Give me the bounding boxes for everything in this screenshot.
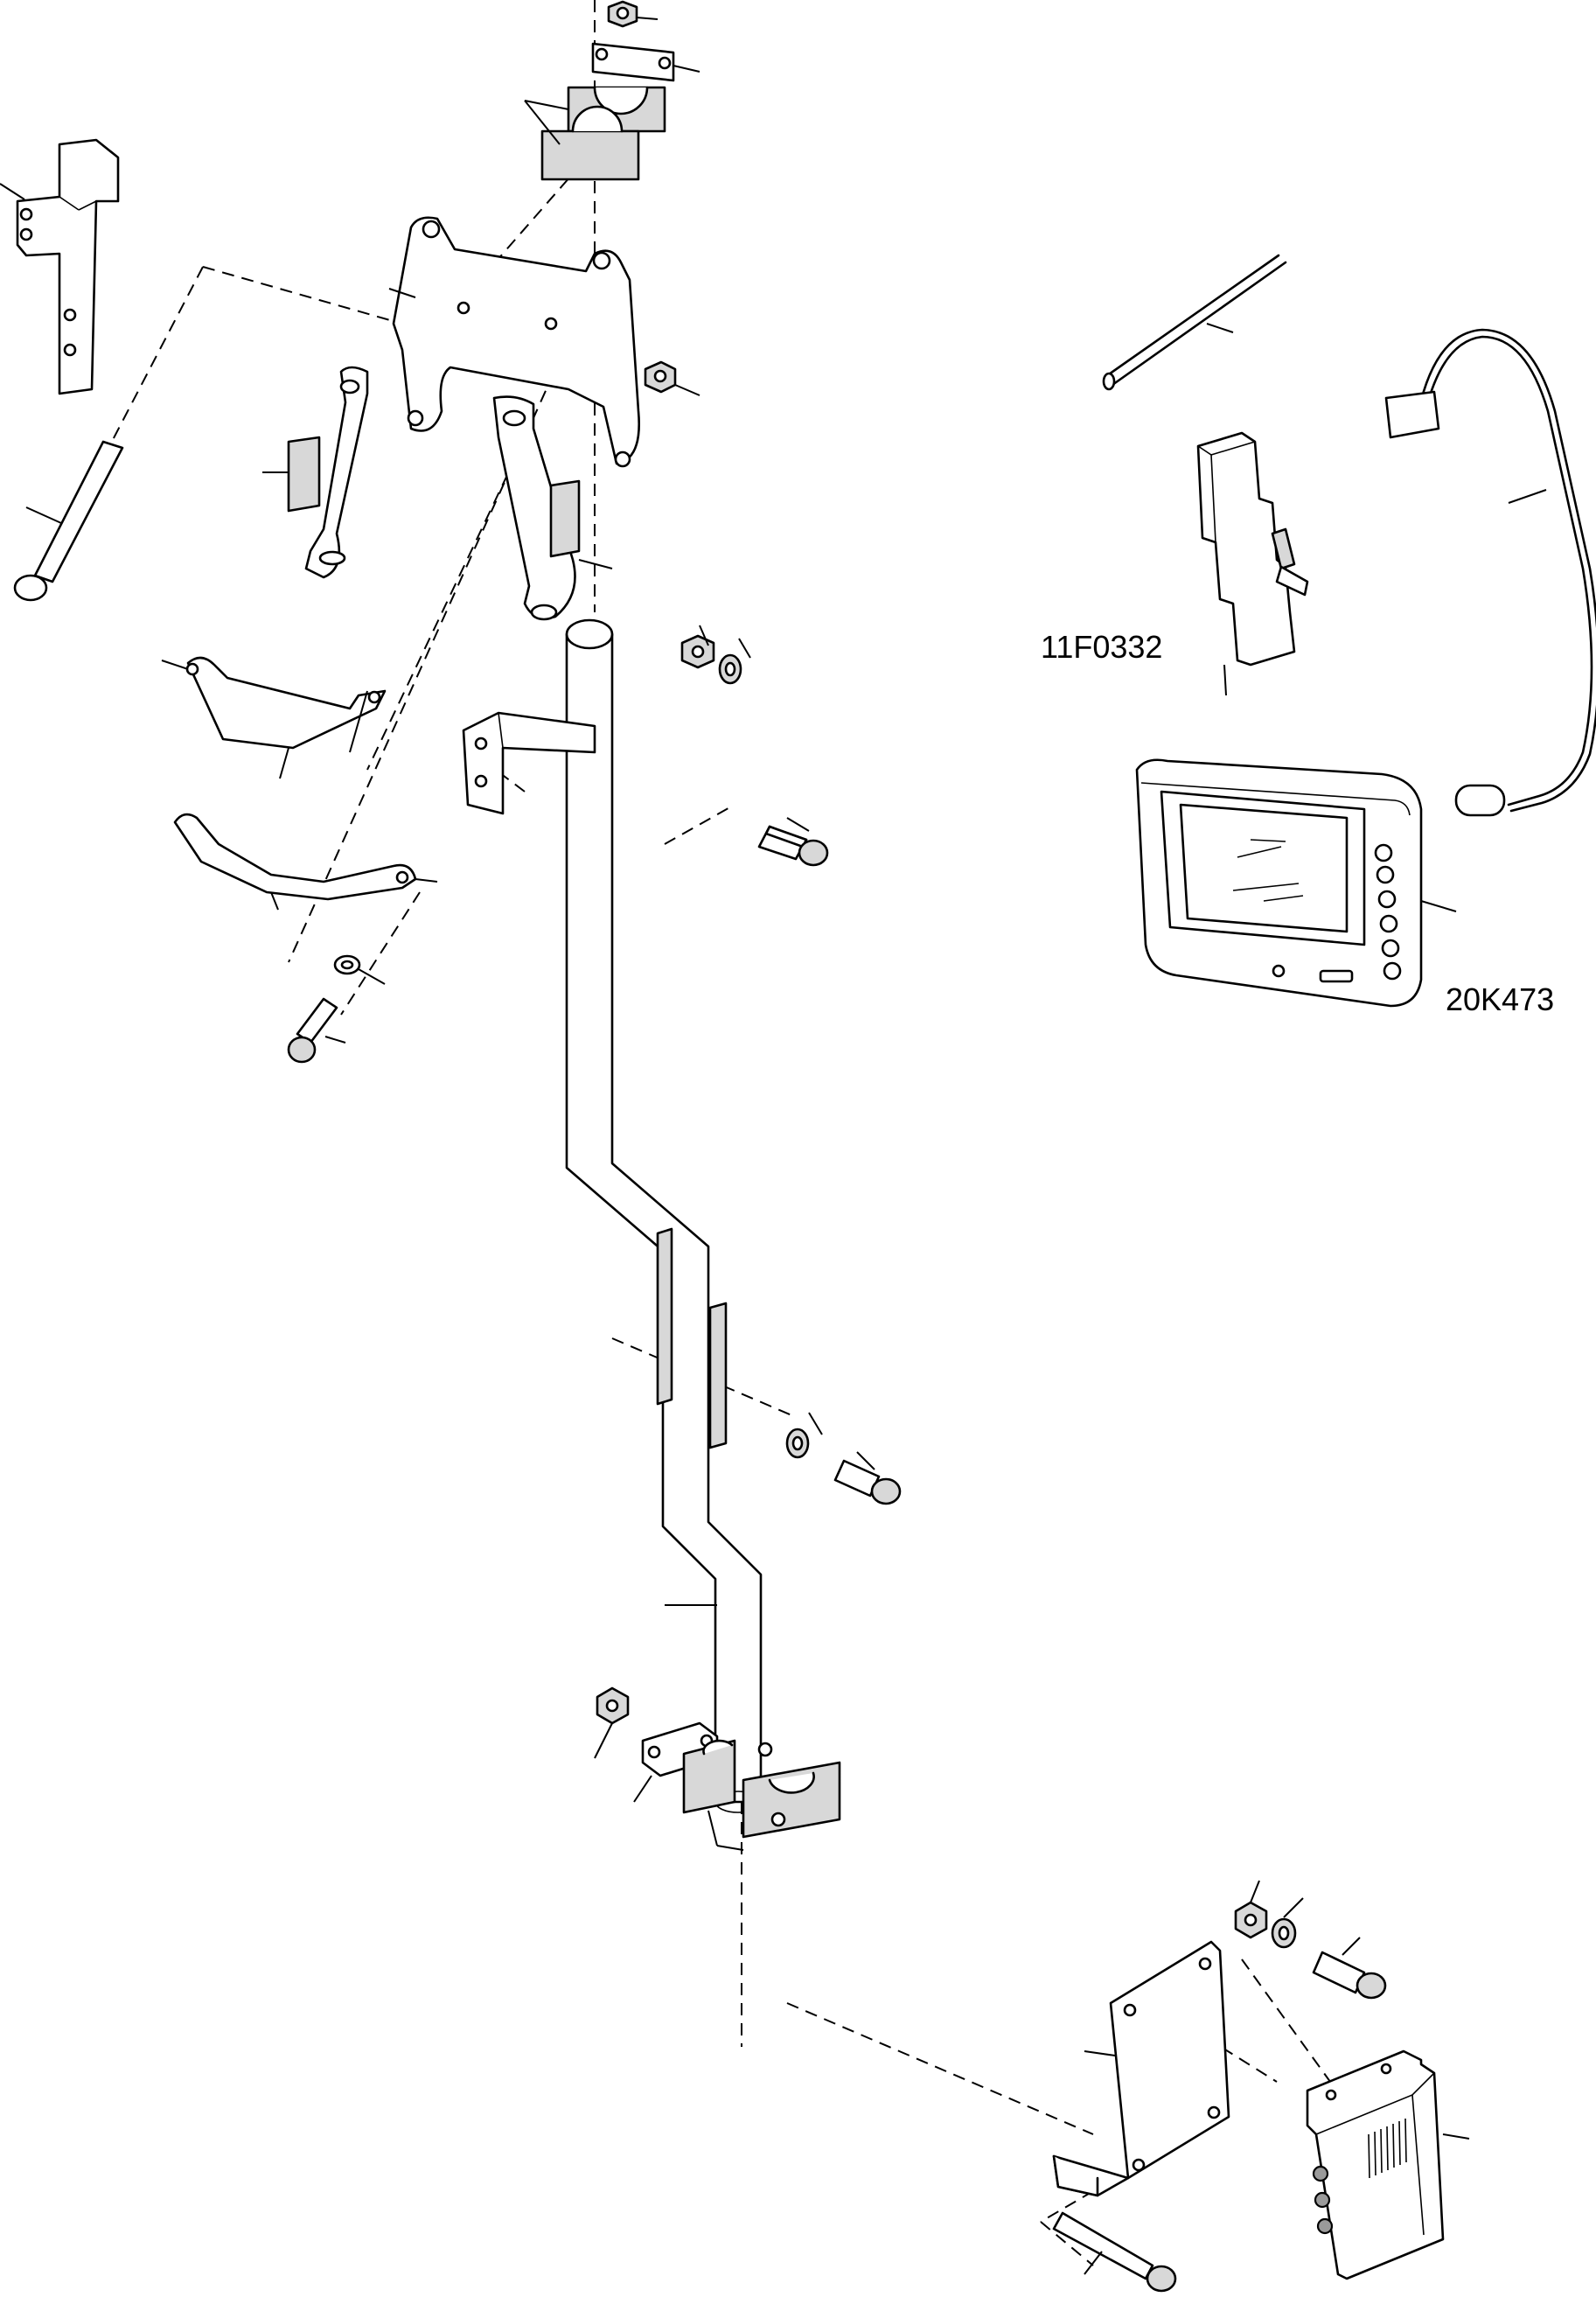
main-mounting-plate bbox=[388, 216, 640, 468]
monitor bbox=[1135, 758, 1457, 1008]
wire-segment bbox=[1102, 254, 1287, 391]
monitor-part-label: 20K473 bbox=[1446, 981, 1554, 1017]
control-box bbox=[1306, 2049, 1470, 2280]
lower-right-nut bbox=[1234, 1880, 1268, 1939]
top-clamp-halves bbox=[524, 86, 666, 181]
bottom-nut bbox=[594, 1686, 630, 1759]
bent-tube bbox=[565, 618, 763, 1813]
center-small-bracket bbox=[492, 395, 613, 621]
left-small-bracket bbox=[262, 366, 369, 579]
lower-right-washer bbox=[1271, 1897, 1304, 1949]
long-bolt bbox=[13, 440, 124, 602]
top-nut bbox=[607, 0, 659, 28]
lower-right-bolt bbox=[1312, 1937, 1387, 2000]
left-vertical-bracket bbox=[0, 138, 120, 395]
upper-right-washer bbox=[718, 638, 751, 685]
lower-left-bolt bbox=[287, 997, 346, 1064]
tube-top-bracket bbox=[462, 711, 596, 815]
tube-middle-plates bbox=[656, 1227, 728, 1449]
assembly-dash-lines bbox=[104, 0, 1356, 2266]
lower-left-washer bbox=[333, 954, 386, 985]
curved-strap-lower bbox=[173, 813, 438, 911]
bottom-long-bolt bbox=[1052, 2211, 1177, 2293]
bottom-clamp-halves bbox=[682, 1739, 841, 1851]
monitor-cable bbox=[1384, 328, 1596, 817]
fuse-part-label: 11F0332 bbox=[1041, 629, 1162, 665]
plate-hex-nut bbox=[644, 360, 700, 396]
curved-strap-upper bbox=[161, 656, 387, 779]
middle-washer bbox=[785, 1412, 823, 1459]
mounting-l-bracket bbox=[1052, 1940, 1230, 2197]
upper-right-bolt bbox=[757, 817, 829, 867]
upper-right-nut bbox=[680, 625, 715, 669]
fuse-holder bbox=[1196, 431, 1309, 696]
top-clamp-plate bbox=[591, 42, 700, 82]
middle-bolt bbox=[833, 1451, 902, 1505]
